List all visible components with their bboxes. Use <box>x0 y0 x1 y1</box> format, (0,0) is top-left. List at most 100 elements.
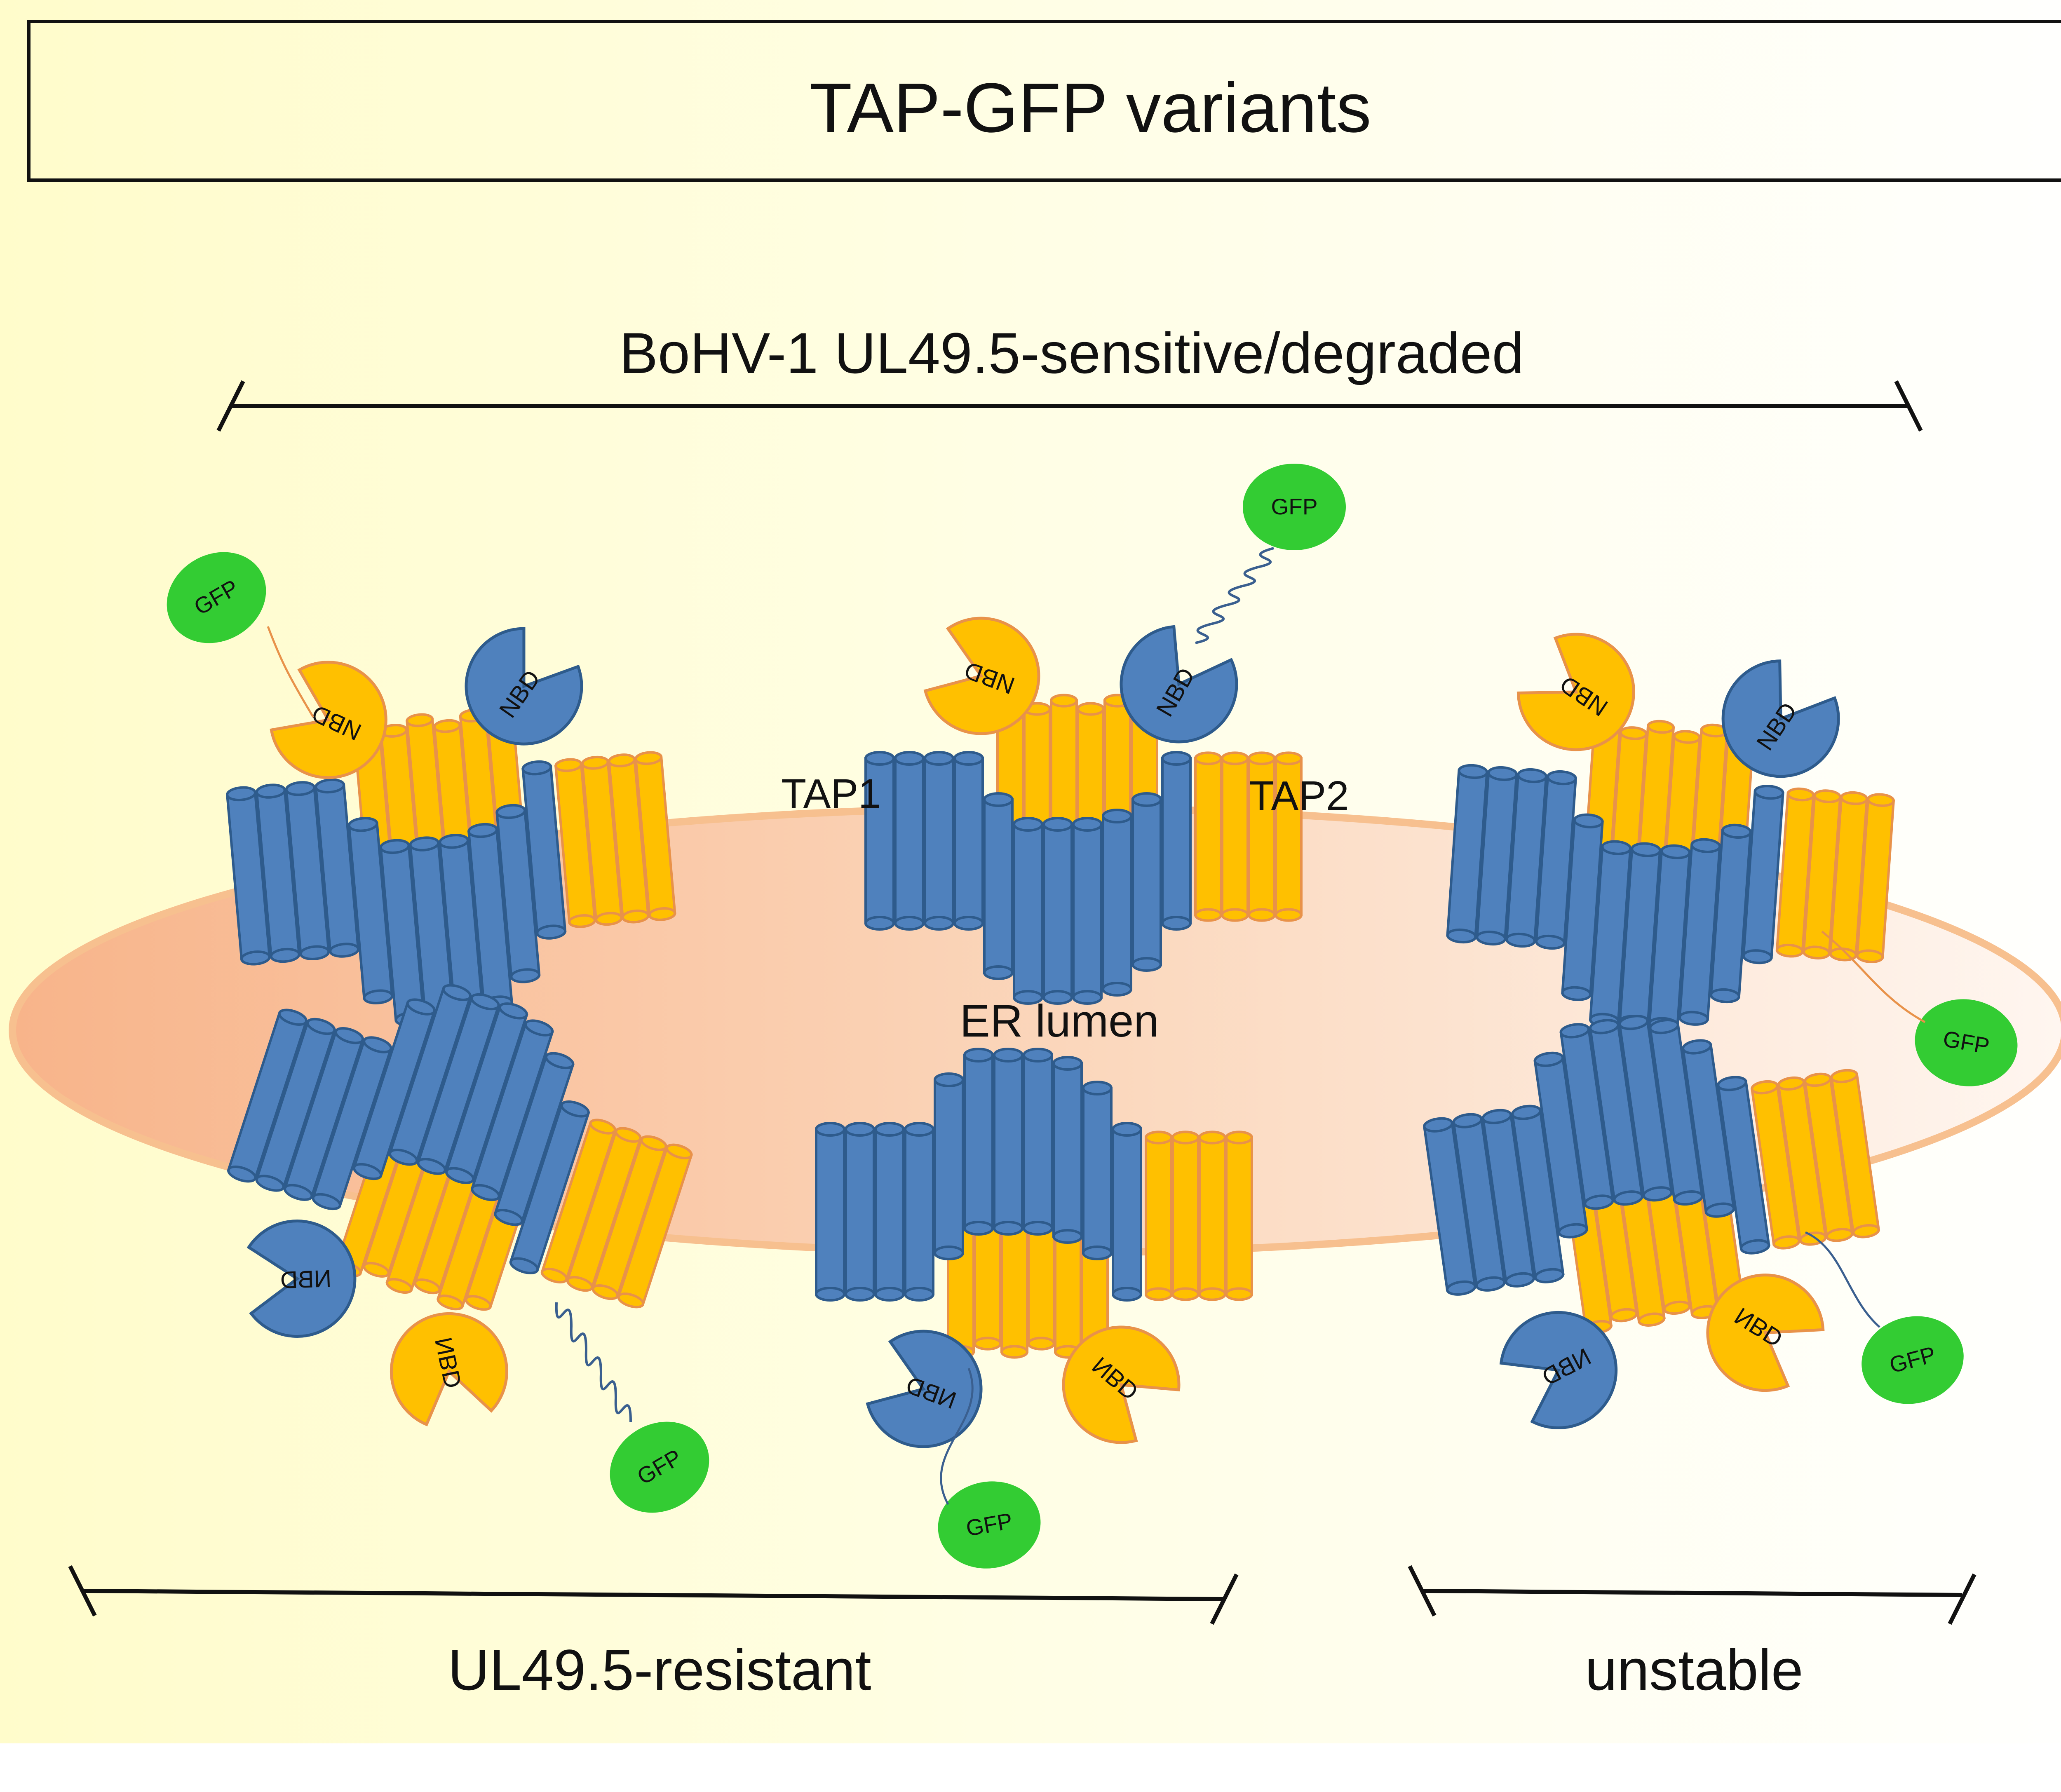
tap-variant-bottom-center: NBD NBD <box>815 1048 1253 1448</box>
tap2-helix <box>1803 1072 1854 1242</box>
tap1-helix <box>963 1048 994 1236</box>
linker <box>1805 1231 1880 1328</box>
tap1-helix <box>1709 823 1752 1004</box>
tap1-label: TAP1 <box>781 771 881 817</box>
tap1-helix <box>470 1019 554 1201</box>
tap1-helix <box>312 1036 392 1210</box>
tap-variant-bottom-left: NBD NBD <box>227 984 693 1426</box>
gfp-tag: GFP <box>1915 999 2018 1086</box>
nbd-domain: NBD <box>465 627 583 746</box>
tap1-helix <box>1742 785 1784 964</box>
tap-variant-bottom-right: NBD NBD <box>1423 1015 1880 1429</box>
tap1-helix <box>1072 817 1103 1005</box>
tap1-helix <box>388 984 472 1166</box>
gfp-label: GFP <box>1271 494 1317 519</box>
tap2-helix <box>406 713 447 875</box>
tap1-helix <box>983 792 1014 980</box>
tap1-helix <box>352 998 436 1180</box>
tap1-helix <box>1681 1039 1735 1218</box>
tap1-helix <box>924 751 954 931</box>
linker <box>267 626 315 718</box>
tap1-helix <box>1533 1051 1588 1238</box>
nbd-domain: NBD <box>866 1330 983 1448</box>
tap1-helix <box>493 1052 575 1226</box>
helical-linker <box>1195 547 1274 644</box>
tap1-helix <box>227 1009 308 1183</box>
group-label-sensitive: BoHV-1 UL49.5-sensitive/degraded <box>620 321 1524 385</box>
tap1-helix <box>1102 809 1132 997</box>
tap1-helix <box>1023 1048 1053 1236</box>
nbd-domain: NBD <box>1499 1311 1618 1429</box>
tap2-helix <box>1221 751 1249 922</box>
nbd-domain: NBD <box>1062 1325 1181 1444</box>
tap1-helix <box>1561 813 1604 1001</box>
tap1-helix <box>1559 1023 1614 1210</box>
tap1-helix <box>1452 1113 1506 1292</box>
tap1-helix <box>953 751 984 931</box>
tap1-helix <box>283 1027 364 1201</box>
tap1-helix <box>864 751 895 931</box>
tap1-helix <box>845 1122 875 1302</box>
gfp-tag: GFP <box>1243 464 1346 550</box>
tap1-helix <box>1476 766 1518 946</box>
tap1-helix <box>1649 1019 1704 1206</box>
tap1-helix <box>1052 1056 1083 1244</box>
nbd-domain: NBD <box>246 1220 357 1338</box>
tap2-helix <box>1275 751 1303 922</box>
tap2-helix <box>1830 1069 1880 1238</box>
tap1-helix <box>1535 770 1577 950</box>
tap1-helix <box>347 817 394 1004</box>
tap1-helix <box>1423 1117 1477 1296</box>
tap1-helix <box>934 1072 964 1260</box>
tap-variant-top-right: NBD NBD <box>1446 633 1895 1032</box>
tap1-helix <box>521 760 567 940</box>
linker <box>1821 931 1926 1023</box>
nbd-domain: NBD <box>1721 659 1840 778</box>
tap1-helix <box>1511 1105 1565 1283</box>
tap1-helix <box>1112 1122 1142 1302</box>
tap2-helix <box>1198 1131 1226 1301</box>
group-label-resistant: UL49.5-resistant <box>448 1637 871 1702</box>
tap1-helix <box>993 1048 1023 1236</box>
tap2-helix <box>1171 1131 1200 1301</box>
tap2-helix <box>1145 1131 1173 1301</box>
tap1-helix <box>1042 817 1073 1005</box>
tap1-helix <box>1505 768 1548 948</box>
tap2-helix <box>634 751 676 921</box>
tap1-helix <box>894 751 925 931</box>
tap1-helix <box>1678 838 1721 1026</box>
tap1-helix <box>1082 1081 1113 1260</box>
tap1-helix <box>225 786 271 966</box>
tap1-helix <box>285 781 330 960</box>
tap2-helix <box>1194 751 1222 922</box>
nbd-label: NBD <box>280 1265 332 1294</box>
linker <box>940 1368 974 1505</box>
tap1-helix <box>255 783 300 963</box>
gfp-tag: GFP <box>938 1481 1041 1569</box>
tap1-helix <box>815 1122 845 1302</box>
tap2-helix <box>1775 787 1815 958</box>
tap1-helix <box>1446 764 1488 944</box>
bracket-resistant <box>68 1565 1239 1625</box>
nbd-domain: NBD <box>1120 625 1238 744</box>
tap2-helix <box>1750 1080 1800 1250</box>
title-box <box>27 20 2061 182</box>
nbd-domain: NBD <box>390 1312 508 1426</box>
bracket-sensitive <box>216 380 1923 432</box>
tap2-helix <box>1225 1131 1253 1301</box>
tap1-helix <box>1716 1076 1770 1255</box>
tap1-helix <box>874 1122 905 1302</box>
tap1-helix <box>445 1002 528 1184</box>
nbd-domain: NBD <box>1516 633 1635 751</box>
tap1-helix <box>416 993 500 1175</box>
tap1-helix <box>509 1100 590 1274</box>
tap1-helix <box>1618 1015 1673 1202</box>
tap1-helix <box>1589 1019 1644 1206</box>
tap2-helix <box>1802 789 1842 959</box>
nbd-domain: NBD <box>1706 1274 1825 1392</box>
tap1-helix <box>904 1122 934 1302</box>
tap2-helix <box>617 1143 693 1309</box>
